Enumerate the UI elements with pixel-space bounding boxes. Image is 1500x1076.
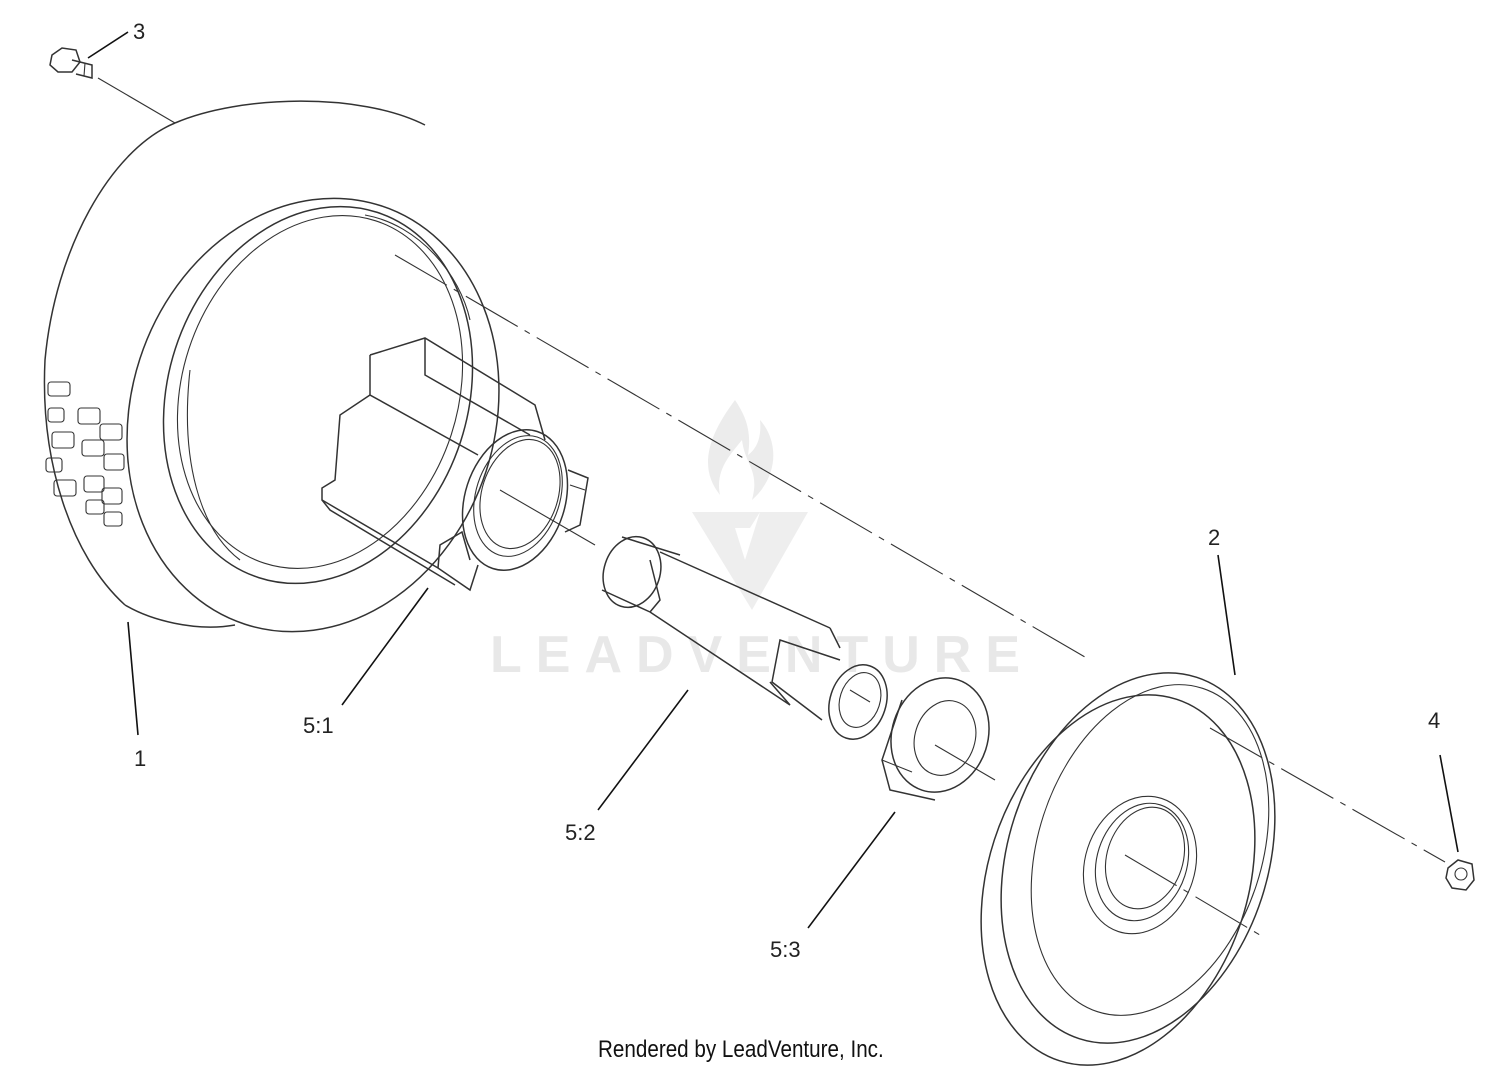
- axis-centerlines: [97, 77, 1446, 939]
- tread-pattern: [45, 381, 125, 527]
- callout-1: 1: [134, 746, 146, 771]
- callout-5-1: 5:1: [303, 713, 334, 738]
- wheel-rim-part-2: [980, 672, 1276, 1066]
- watermark-text: LEADVENTURE: [490, 626, 1034, 684]
- hub-part-5-1: [321, 337, 589, 592]
- tire-part-1: [43, 100, 500, 633]
- callout-labels: 3 1 5:1 5:2 5:3 2 4: [133, 19, 1440, 962]
- callout-5-2: 5:2: [565, 820, 596, 845]
- nut-part-4: [1445, 859, 1475, 891]
- washer-part-5-3: [881, 677, 990, 801]
- footer-credit: Rendered by LeadVenture, Inc.: [598, 1036, 884, 1063]
- leadventure-watermark: LEADVENTURE: [490, 400, 1034, 684]
- spacer-part-5-2: [601, 535, 888, 740]
- callout-3: 3: [133, 19, 145, 44]
- callout-4: 4: [1428, 708, 1440, 733]
- callout-2: 2: [1208, 525, 1220, 550]
- callout-5-3: 5:3: [770, 937, 801, 962]
- leader-lines: [87, 31, 1459, 929]
- bolt-part-3: [49, 47, 93, 79]
- flame-logo-icon: [692, 400, 808, 610]
